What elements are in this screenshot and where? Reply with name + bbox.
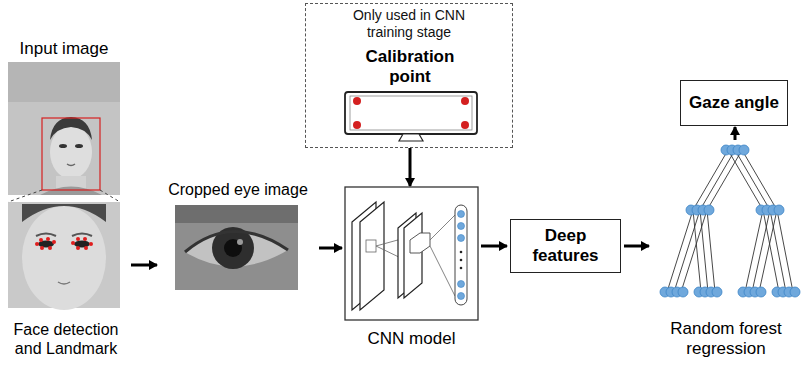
training-only-group: Only used in CNN training stageCalibrati… xyxy=(305,3,513,148)
monitor-icon xyxy=(345,92,477,141)
cnn-model: CNN model xyxy=(345,187,478,352)
eye-crop-photo xyxy=(175,205,298,290)
flow-arrow xyxy=(624,245,649,248)
random-forest: Random forest regression xyxy=(652,140,800,362)
face-crop-photo xyxy=(8,202,120,310)
random-forest-tree xyxy=(660,145,800,297)
calibration-box: Calibration point xyxy=(334,44,486,148)
flow-arrow xyxy=(734,127,737,140)
cnn-illustration xyxy=(345,187,478,320)
face-landmark-image: Face detection and Landmark xyxy=(4,200,128,362)
flow-arrow xyxy=(131,264,157,267)
flow-arrow xyxy=(481,245,507,248)
node-label: Input image xyxy=(20,39,109,59)
node-label: Cropped eye image xyxy=(168,181,308,200)
node-label: Calibration point xyxy=(350,47,470,87)
node-label: Gaze angle xyxy=(689,93,779,113)
eye-image: Cropped eye image xyxy=(160,178,316,292)
output-box: Gaze angle xyxy=(680,80,788,126)
node-label: Only used in CNN training stage xyxy=(339,7,479,40)
flow-arrow xyxy=(409,148,412,186)
node-label: Random forest regression xyxy=(656,319,796,359)
input-photo xyxy=(8,62,120,195)
flow-arrow xyxy=(319,247,342,250)
node-label: CNN model xyxy=(368,329,456,349)
node-label: Face detection and Landmark xyxy=(4,321,128,359)
input-image: Input image xyxy=(8,36,120,196)
feature-box: Deep features xyxy=(510,219,621,273)
zoom-line xyxy=(8,190,120,202)
node-label: Deep features xyxy=(515,226,616,266)
